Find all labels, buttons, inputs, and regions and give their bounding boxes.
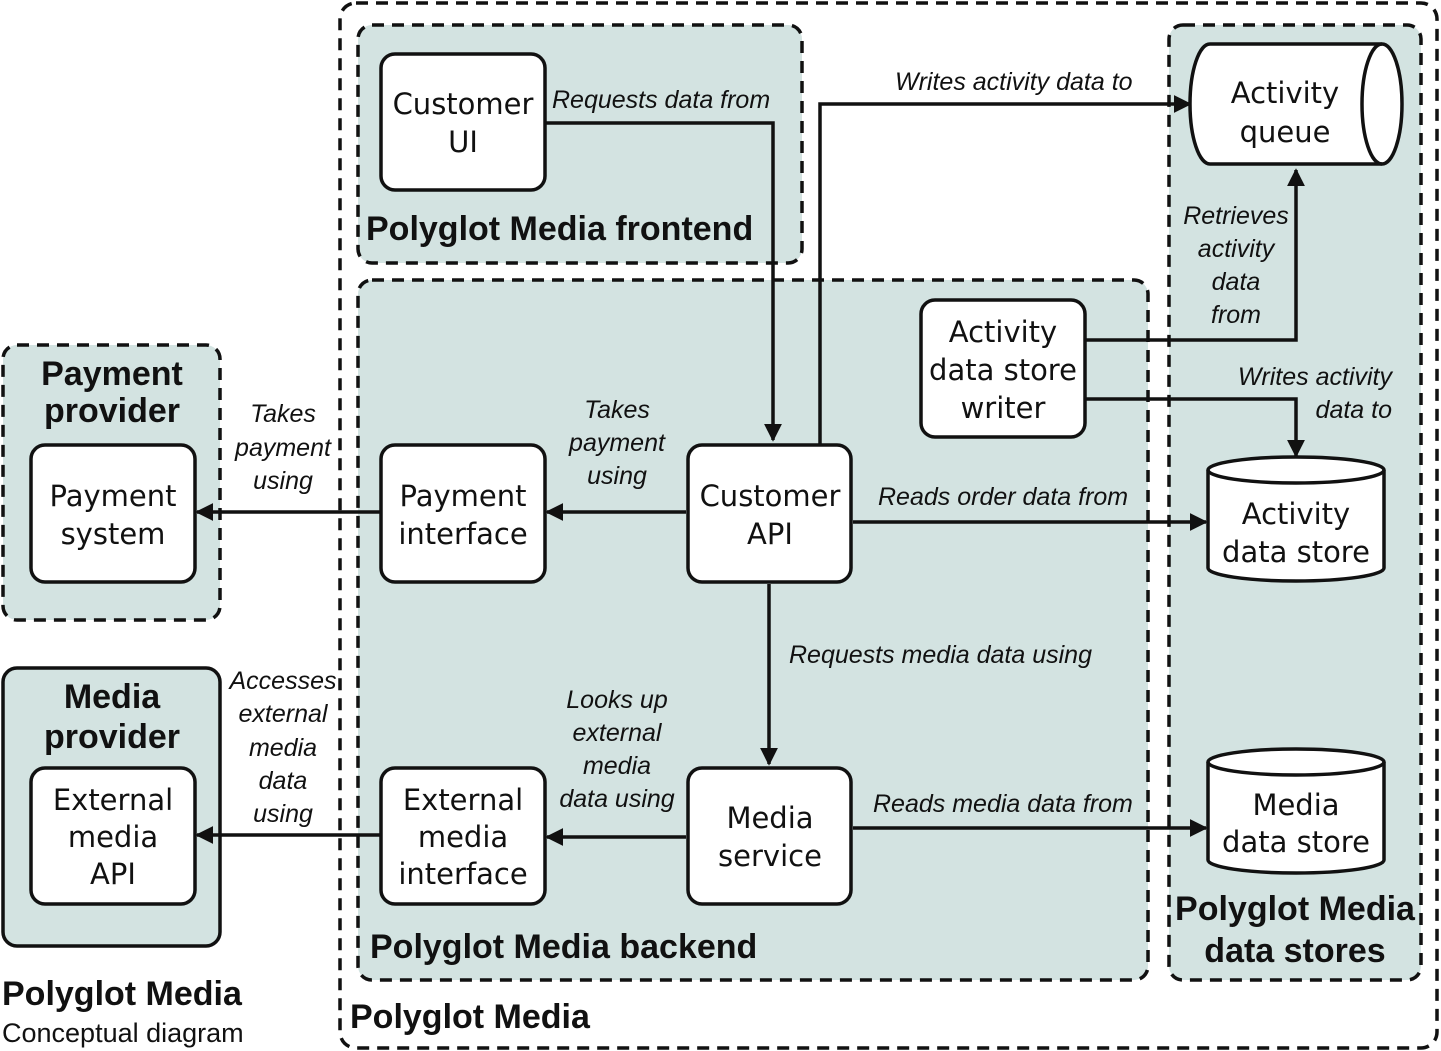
node-payment-interface-label-1: Payment	[400, 479, 527, 513]
edge-label-ext-interface-to-api-5: using	[253, 800, 313, 828]
node-customer-api: Customer API	[686, 443, 853, 584]
node-activity-writer-label-2: data store	[929, 353, 1077, 387]
media-store-cylinder-body	[1206, 747, 1386, 875]
group-frontend-title: Polyglot Media frontend	[366, 210, 753, 248]
edge-label-media-to-ext-interface-1: Looks up	[566, 686, 668, 714]
node-external-media-interface: External media interface	[379, 766, 547, 906]
footer-title: Polyglot Media	[2, 975, 243, 1013]
node-payment-interface: Payment interface	[379, 443, 547, 584]
node-activity-queue: Activity queue	[1188, 42, 1404, 166]
edge-label-writer-to-store-2: data to	[1316, 396, 1393, 424]
node-payment-system-label-2: system	[61, 517, 166, 551]
activity-store-cylinder-body	[1206, 455, 1386, 583]
edge-label-writer-from-queue-4: from	[1211, 301, 1261, 329]
node-activity-queue-label-1: Activity	[1231, 76, 1339, 110]
node-media-service-label-1: Media	[726, 801, 813, 835]
node-customer-ui: Customer UI	[379, 52, 547, 192]
edge-labels: Requests data from Writes activity data …	[228, 68, 1394, 828]
activity-store-cylinder-top	[1206, 469, 1386, 485]
node-media-store-label-2: data store	[1222, 825, 1370, 859]
edges	[195, 95, 1305, 846]
edge-label-media-to-media-store: Reads media data from	[873, 790, 1133, 818]
edge-label-writer-from-queue-3: data	[1212, 268, 1261, 296]
node-payment-interface-label-2: interface	[398, 517, 527, 551]
group-backend: Polyglot Media backend	[356, 278, 1150, 982]
group-data-stores-title-line1: Polyglot Media	[1175, 890, 1416, 928]
edge-label-ext-interface-to-api-2: external	[239, 700, 329, 728]
media-store-cylinder-top	[1206, 761, 1386, 777]
edge-label-writer-from-queue-1: Retrieves	[1183, 202, 1289, 230]
node-activity-store-label-1: Activity	[1242, 497, 1350, 531]
edge-api-to-queue	[818, 95, 1192, 445]
edge-label-api-to-payment-3: using	[587, 462, 647, 490]
edge-label-media-to-ext-interface-3: media	[583, 752, 651, 780]
node-customer-api-label-2: API	[747, 517, 793, 551]
edge-label-api-to-queue: Writes activity data to	[895, 68, 1133, 96]
node-activity-store: Activity data store	[1206, 455, 1386, 583]
node-external-media-api-label-3: API	[90, 857, 136, 891]
edge-ui-to-api	[545, 121, 782, 442]
footer-subtitle: Conceptual diagram	[2, 1018, 244, 1048]
node-activity-store-label-2: data store	[1222, 535, 1370, 569]
node-media-store-label-1: Media	[1252, 788, 1339, 822]
group-polyglot-media-title: Polyglot Media	[350, 998, 591, 1036]
node-activity-queue-label-2: queue	[1240, 115, 1331, 149]
footer: Polyglot Media Conceptual diagram	[2, 975, 244, 1048]
node-activity-writer-label-1: Activity	[949, 315, 1057, 349]
node-external-media-api-label-2: media	[68, 820, 158, 854]
edge-label-api-to-payment-1: Takes	[584, 396, 650, 424]
edge-label-payment-to-system-1: Takes	[250, 400, 316, 428]
edge-writer-to-queue	[1086, 168, 1305, 342]
edge-label-api-to-media-service: Requests media data using	[789, 641, 1092, 669]
edge-label-ext-interface-to-api-3: media	[249, 734, 317, 762]
node-external-media-interface-label-3: interface	[398, 857, 527, 891]
edge-label-api-to-activity-store: Reads order data from	[878, 483, 1128, 511]
queue-cylinder-end	[1360, 42, 1383, 166]
node-external-media-api: External media API	[29, 766, 197, 906]
edge-label-ext-interface-to-api-1: Accesses	[228, 667, 337, 695]
edge-label-media-to-ext-interface-2: external	[573, 719, 663, 747]
node-media-store: Media data store	[1206, 747, 1386, 875]
group-payment-provider-title-line2: provider	[44, 392, 180, 430]
edge-label-payment-to-system-3: using	[253, 467, 313, 495]
edge-label-api-to-payment-2: payment	[568, 429, 666, 457]
edge-label-writer-from-queue-2: activity	[1198, 235, 1276, 263]
node-customer-ui-label-1: Customer	[393, 87, 534, 121]
node-payment-system-label-1: Payment	[50, 479, 177, 513]
group-payment-provider-title-line1: Payment	[41, 355, 183, 393]
edge-label-media-to-ext-interface-4: data using	[559, 785, 674, 813]
edge-label-writer-to-store-1: Writes activity	[1238, 363, 1394, 391]
group-media-provider-title-line1: Media	[64, 678, 161, 716]
node-activity-writer: Activity data store writer	[919, 298, 1087, 439]
edge-label-ui-to-api: Requests data from	[552, 86, 770, 114]
node-external-media-interface-label-2: media	[418, 820, 508, 854]
node-external-media-interface-label-1: External	[403, 783, 523, 817]
node-external-media-api-label-1: External	[53, 783, 173, 817]
edge-label-payment-to-system-2: payment	[234, 434, 332, 462]
node-media-service-label-2: service	[718, 839, 822, 873]
node-media-service: Media service	[686, 766, 853, 906]
node-customer-ui-label-2: UI	[448, 125, 478, 159]
node-activity-writer-label-3: writer	[961, 391, 1046, 425]
group-media-provider-title-line2: provider	[44, 718, 180, 756]
edge-label-ext-interface-to-api-4: data	[259, 767, 308, 795]
edge-writer-to-activity-store	[1086, 397, 1305, 458]
group-data-stores-title-line2: data stores	[1204, 932, 1385, 970]
group-backend-title: Polyglot Media backend	[370, 928, 757, 966]
node-customer-api-label-1: Customer	[700, 479, 841, 513]
node-payment-system: Payment system	[29, 443, 197, 584]
